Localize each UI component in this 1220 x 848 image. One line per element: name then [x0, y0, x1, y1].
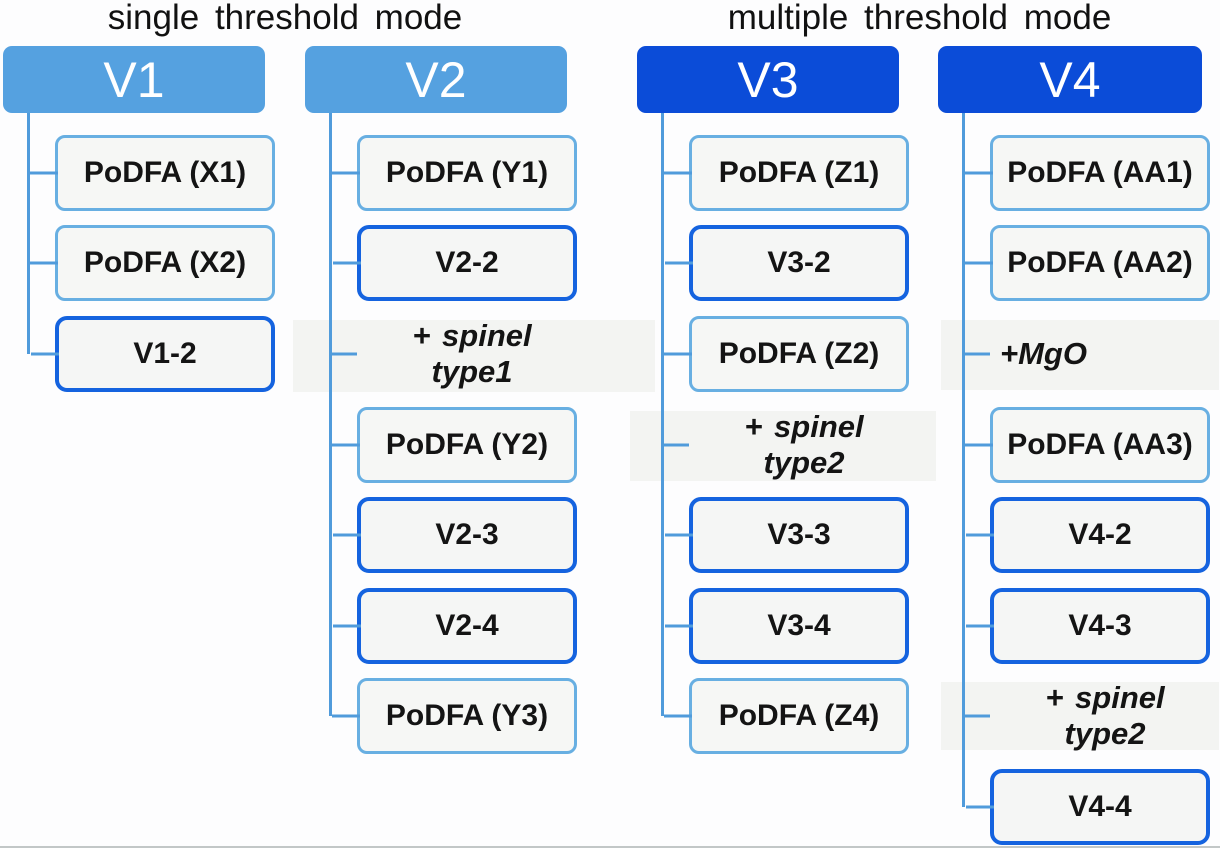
node-label: V2	[405, 51, 467, 108]
node-podfa-z4: PoDFA (Z4)	[689, 678, 909, 754]
node-v3-3: V3-3	[689, 497, 909, 573]
node-label: V4	[1039, 51, 1101, 108]
node-label: V3	[737, 51, 799, 108]
node-label: V1	[103, 51, 165, 108]
node-podfa-x2: PoDFA (X2)	[55, 225, 275, 301]
node-label: PoDFA (AA1)	[1007, 156, 1193, 189]
node-label: PoDFA (Y2)	[385, 428, 549, 461]
node-podfa-y1: PoDFA (Y1)	[357, 135, 577, 211]
node-label: PoDFA (Y3)	[385, 699, 549, 732]
note-mgo: +MgO	[990, 316, 1210, 392]
note-label: +MgO	[1000, 336, 1087, 371]
node-label: PoDFA (Z2)	[718, 337, 880, 370]
node-label: PoDFA (X1)	[83, 156, 247, 189]
node-v3-2: V3-2	[689, 225, 909, 301]
node-podfa-y3: PoDFA (Y3)	[357, 678, 577, 754]
connector-trunk-v1	[27, 113, 30, 354]
node-label: V3-2	[767, 246, 831, 279]
node-podfa-aa3: PoDFA (AA3)	[990, 407, 1210, 483]
node-podfa-x1: PoDFA (X1)	[55, 135, 275, 211]
node-podfa-z1: PoDFA (Z1)	[689, 135, 909, 211]
node-label: V1-2	[133, 337, 197, 370]
node-label: V4-3	[1068, 609, 1132, 642]
node-v2-3: V2-3	[357, 497, 577, 573]
node-v4-4: V4-4	[990, 769, 1210, 845]
connector-trunk-v3	[661, 113, 664, 716]
node-label: V2-4	[435, 609, 499, 642]
node-label: PoDFA (Z1)	[718, 156, 880, 189]
node-v2-4: V2-4	[357, 588, 577, 664]
column-v3: V3 PoDFA (Z1) V3-2 PoDFA (Z2) + spinel t…	[637, 0, 915, 848]
node-label: PoDFA (Z4)	[718, 699, 880, 732]
node-label: PoDFA (AA3)	[1007, 428, 1193, 461]
node-label: V4-2	[1068, 518, 1132, 551]
node-label: PoDFA (Y1)	[385, 156, 549, 189]
node-v2-2: V2-2	[357, 225, 577, 301]
note-spinel-type2-v3: + spinel type2	[689, 407, 909, 483]
node-v4-3: V4-3	[990, 588, 1210, 664]
node-v1-header: V1	[3, 46, 265, 113]
node-v2-header: V2	[305, 46, 567, 113]
node-podfa-aa1: PoDFA (AA1)	[990, 135, 1210, 211]
node-label: V3-3	[767, 518, 831, 551]
column-v1: V1 PoDFA (X1) PoDFA (X2) V1-2	[3, 0, 281, 848]
node-label: V2-3	[435, 518, 499, 551]
image-bottom-edge	[0, 846, 1220, 848]
node-label: PoDFA (X2)	[83, 246, 247, 279]
node-podfa-z2: PoDFA (Z2)	[689, 316, 909, 392]
connector-trunk-v4	[962, 113, 965, 807]
note-label: + spinel type2	[744, 409, 864, 480]
column-v4: V4 PoDFA (AA1) PoDFA (AA2) +MgO PoDFA (A…	[938, 0, 1216, 848]
section-title-multiple-threshold: multiple threshold mode	[727, 0, 1112, 37]
note-label: + spinel type2	[1045, 680, 1165, 751]
column-v2: V2 PoDFA (Y1) V2-2 + spinel type1 PoDFA …	[305, 0, 583, 848]
node-v3-4: V3-4	[689, 588, 909, 664]
note-spinel-type2-v4: + spinel type2	[990, 678, 1210, 754]
node-v1-2: V1-2	[55, 316, 275, 392]
node-v4-2: V4-2	[990, 497, 1210, 573]
section-title-single-threshold: single threshold mode	[107, 0, 463, 37]
node-v4-header: V4	[938, 46, 1202, 113]
node-podfa-y2: PoDFA (Y2)	[357, 407, 577, 483]
note-label: + spinel type1	[412, 318, 532, 389]
node-podfa-aa2: PoDFA (AA2)	[990, 225, 1210, 301]
note-spinel-type1: + spinel type1	[357, 316, 577, 392]
node-label: V2-2	[435, 246, 499, 279]
node-label: V4-4	[1068, 790, 1132, 823]
node-label: V3-4	[767, 609, 831, 642]
node-label: PoDFA (AA2)	[1007, 246, 1193, 279]
node-v3-header: V3	[637, 46, 899, 113]
connector-trunk-v2	[329, 113, 332, 716]
